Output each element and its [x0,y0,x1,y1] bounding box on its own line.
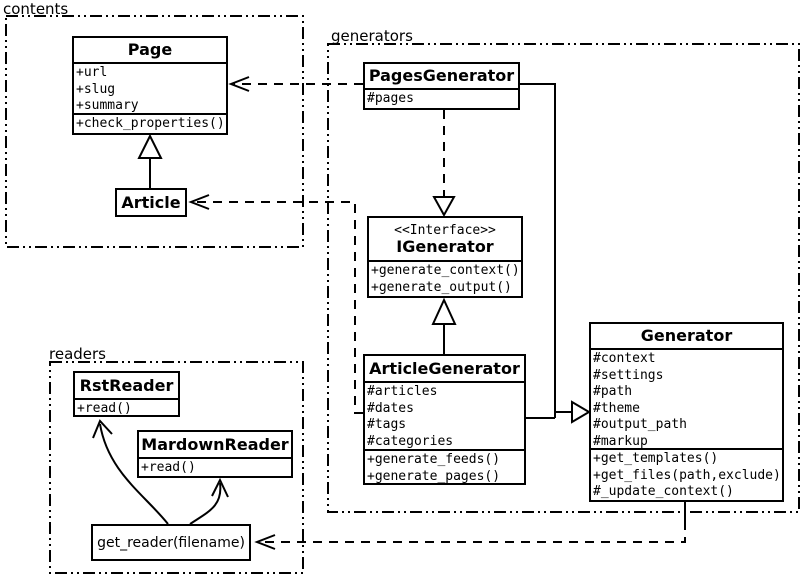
method: #_update_context() [593,484,734,499]
method: +get_files(path,exclude) [593,467,781,483]
method: +generate_context() [371,263,520,278]
generators-package-label: generators [331,27,413,45]
class-mardownreader-title: MardownReader [141,434,289,454]
attribute: #dates [367,400,414,416]
method: +read() [77,401,132,415]
attribute: #theme [593,400,640,416]
attribute: #tags [367,417,407,432]
attribute: #pages [367,91,414,106]
class-pagesgenerator-attributes: #pages [365,88,518,108]
contents-package-border [5,15,304,248]
attribute: #context [593,351,656,366]
class-rstreader-title: RstReader [79,375,174,395]
class-generator: Generator #context#settings#path#theme#o… [589,322,784,502]
get-reader-node: get_reader(filename) [91,524,251,561]
class-igenerator-methods: +generate_context()+generate_output() [369,260,521,296]
method: +generate_feeds() [367,452,501,467]
class-articlegenerator-attributes: #articles#dates#tags#categories [365,381,524,449]
readers-package-border [49,361,304,574]
generator-inheritance-triangle [571,400,591,424]
pagesgenerator-to-page-arrowhead [228,76,250,92]
getreader-to-rstreader-curve [99,423,169,525]
method: +get_templates() [593,451,719,466]
class-article-title: Article [121,192,181,212]
getreader-to-mardownreader-arrowhead [211,477,229,498]
attribute: #path [593,384,633,399]
attribute: +url [76,65,108,80]
attribute: +slug [76,81,116,97]
method: +generate_output() [371,279,512,295]
class-generator-attributes: #context#settings#path#theme#output_path… [591,348,782,448]
method: +check_properties() [76,116,225,131]
pagesgenerator-to-igenerator-triangle [432,196,456,218]
class-igenerator-title: <<Interface>> IGenerator [369,218,521,260]
article-to-page-inheritance-triangle [137,133,163,159]
class-articlegenerator: ArticleGenerator #articles#dates#tags#ca… [363,354,526,485]
contents-package-label: contents [3,0,69,18]
getreader-to-rstreader-arrowhead [92,419,113,439]
class-mardownreader-methods: +read() [139,457,291,476]
class-pagesgenerator: PagesGenerator #pages [363,62,520,110]
attribute: #output_path [593,417,687,432]
attribute: #articles [367,384,438,399]
class-page-title: Page [127,40,173,59]
generators-package-border [327,43,800,513]
pagesgenerator-to-generator-line [520,83,556,418]
class-page: Page +url+slug+summary +check_properties… [72,36,228,135]
class-pagesgenerator-title: PagesGenerator [368,66,515,85]
class-mardownreader: MardownReader +read() [137,430,293,478]
articlegenerator-to-article-dependency-line [194,201,363,414]
class-rstreader-methods: +read() [75,398,178,415]
class-articlegenerator-methods: +generate_feeds()+generate_pages() [365,449,524,483]
attribute: +summary [76,98,139,113]
articlegenerator-to-article-arrowhead [188,194,210,210]
attribute: #markup [593,433,648,449]
method: +read() [141,460,196,475]
class-page-methods: +check_properties() [74,113,226,133]
class-page-attributes: +url+slug+summary [74,62,226,113]
class-generator-methods: +get_templates()+get_files(path,exclude)… [591,448,782,500]
class-igenerator-name: IGenerator [396,236,494,256]
method: +generate_pages() [367,468,501,484]
class-igenerator-stereotype: <<Interface>> [394,222,496,238]
class-rstreader: RstReader +read() [73,371,180,417]
class-article: Article [115,188,187,217]
attribute: #categories [367,433,454,449]
getreader-to-mardownreader-curve [189,482,222,525]
generator-to-getreader-dependency-line [259,521,686,543]
attribute: #settings [593,367,664,383]
readers-package-label: readers [49,345,106,363]
class-igenerator: <<Interface>> IGenerator +generate_conte… [367,216,523,298]
articlegenerator-to-igenerator-triangle [431,297,457,325]
class-articlegenerator-title: ArticleGenerator [369,358,520,378]
class-generator-title: Generator [640,326,733,345]
generator-to-getreader-arrowhead [254,534,276,550]
